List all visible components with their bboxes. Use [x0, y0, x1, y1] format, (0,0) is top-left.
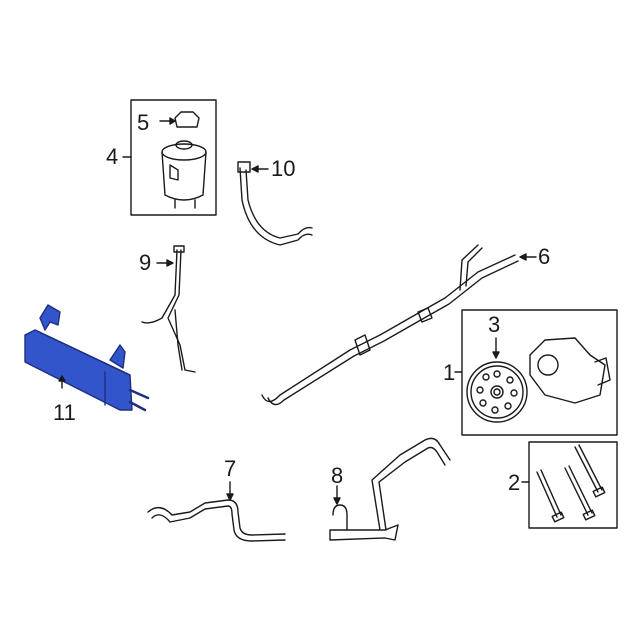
part-2-bolts-box[interactable] — [521, 441, 618, 529]
callout-5: 5 — [137, 110, 150, 135]
callout-2: 2 — [508, 470, 521, 495]
part-7-return-hose[interactable] — [147, 481, 286, 542]
callout-7: 7 — [224, 456, 237, 481]
callout-3: 3 — [488, 312, 501, 337]
callout-10: 10 — [271, 156, 296, 181]
callout-9: 9 — [139, 250, 152, 275]
part-9-hose[interactable] — [141, 245, 196, 373]
callout-8: 8 — [331, 463, 344, 488]
part-1-pump-box[interactable] — [454, 309, 618, 436]
callout-4: 4 — [106, 144, 119, 169]
part-8-hose-assembly[interactable] — [329, 437, 451, 541]
part-4-reservoir-box[interactable] — [122, 99, 217, 216]
callout-11: 11 — [53, 400, 76, 425]
callout-6: 6 — [538, 244, 551, 269]
part-10-hose[interactable] — [237, 161, 313, 246]
callout-1: 1 — [443, 360, 456, 385]
part-6-pressure-line[interactable] — [261, 244, 537, 406]
part-11-cooler[interactable] — [24, 304, 150, 412]
